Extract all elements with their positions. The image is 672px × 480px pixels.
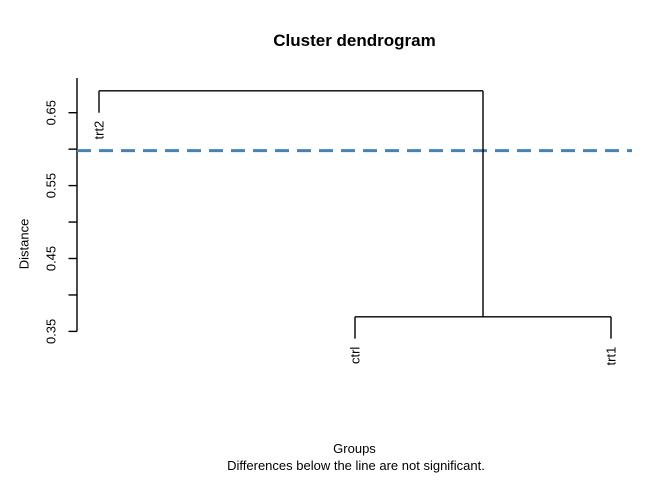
y-tick-label: 0.45 [44,246,59,271]
leaf-labels: trt2 ctrl trt1 [92,121,619,366]
y-axis-label: Distance [17,219,32,270]
leaf-label: trt1 [604,347,619,366]
leaf-label: trt2 [92,121,107,140]
y-tick-label: 0.65 [44,100,59,125]
chart-subtitle: Differences below the line are not signi… [227,458,485,473]
dendrogram-tree [98,90,612,339]
x-axis-label: Groups [333,441,376,456]
y-tick-label: 0.35 [44,319,59,344]
y-tick-label: 0.55 [44,173,59,198]
y-axis: 0.35 0.45 0.55 0.65 [44,78,78,344]
leaf-label: ctrl [348,347,363,364]
chart-title: Cluster dendrogram [273,31,435,50]
